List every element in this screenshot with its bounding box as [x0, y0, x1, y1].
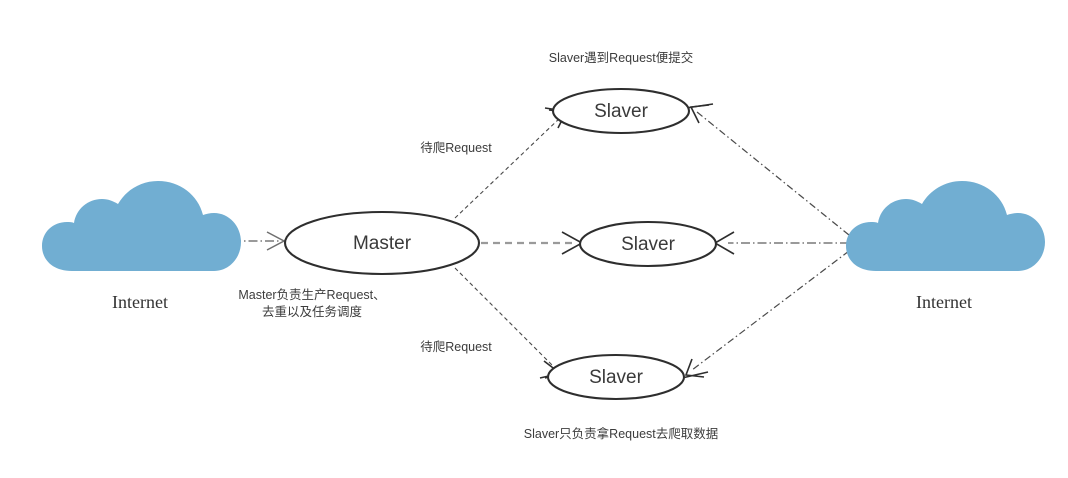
edge-label-request-top: 待爬Request — [420, 141, 492, 155]
edge-master-to-slaver-bottom — [454, 267, 567, 379]
note-slaver-bottom: Slaver只负责拿Request去爬取数据 — [524, 426, 719, 441]
cloud-right-label: Internet — [916, 292, 972, 312]
cloud-right: Internet — [846, 181, 1045, 312]
edge-master-to-slaver-top — [454, 107, 573, 219]
cloud-icon — [42, 181, 241, 271]
node-slaver-bottom[interactable]: Slaver — [546, 353, 686, 401]
master-label: Master — [353, 233, 412, 254]
note-master-line1: Master负责生产Request、 — [238, 288, 385, 302]
note-master-line2: 去重以及任务调度 — [262, 304, 363, 319]
node-slaver-top[interactable]: Slaver — [551, 87, 691, 135]
slaver-top-ellipse[interactable] — [551, 87, 691, 135]
slaver-bottom-ellipse[interactable] — [546, 353, 686, 401]
node-master[interactable]: Master — [283, 210, 481, 276]
edge-label-request-bottom: 待爬Request — [420, 340, 492, 354]
edge-internet-to-slaver-middle — [713, 231, 849, 255]
edge-internet-to-slaver-bottom — [681, 250, 850, 379]
master-ellipse[interactable] — [283, 210, 481, 276]
edge-master-to-slaver-middle — [481, 231, 584, 255]
cloud-left: Internet — [42, 181, 241, 312]
slaver-middle-label: Slaver — [621, 234, 676, 255]
cloud-icon — [846, 181, 1045, 271]
node-slaver-middle[interactable]: Slaver — [578, 220, 718, 268]
slaver-top-label: Slaver — [594, 101, 649, 122]
cloud-left-label: Internet — [112, 292, 168, 312]
note-slaver-top: Slaver遇到Request便提交 — [549, 50, 694, 65]
slaver-bottom-label: Slaver — [589, 367, 644, 388]
slaver-middle-ellipse[interactable] — [578, 220, 718, 268]
edge-internet-to-slaver-top — [685, 103, 850, 236]
